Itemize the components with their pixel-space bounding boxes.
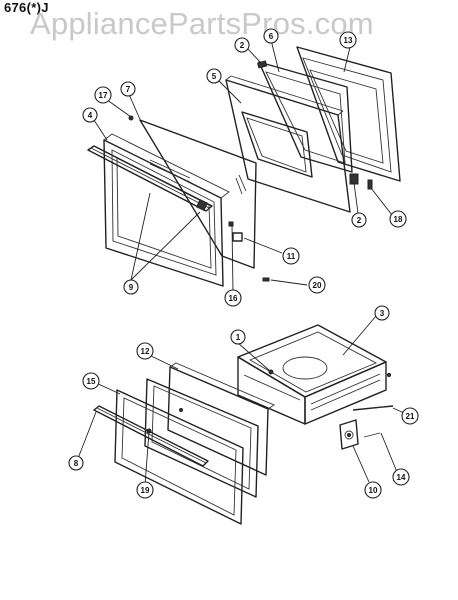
callout-14: 14 <box>392 468 410 486</box>
svg-text:13: 13 <box>344 36 353 45</box>
outer-door-glass <box>139 119 257 269</box>
drawer-frame <box>144 378 259 498</box>
callout-2-top: 2 <box>234 37 250 53</box>
svg-text:12: 12 <box>141 347 150 356</box>
drawer-rail <box>352 405 394 411</box>
outer-door-frame <box>103 133 230 287</box>
svg-text:16: 16 <box>229 294 238 303</box>
door-liner-frame <box>296 46 401 182</box>
svg-text:10: 10 <box>369 486 378 495</box>
callout-15: 15 <box>82 372 100 390</box>
drawer-handle <box>93 405 209 467</box>
leader-lines <box>76 39 405 486</box>
svg-text:9: 9 <box>129 283 134 292</box>
callout-21: 21 <box>401 407 419 425</box>
callout-17: 17 <box>94 86 112 104</box>
door-inner-panel <box>225 75 351 213</box>
callout-3: 3 <box>374 305 390 321</box>
svg-text:15: 15 <box>87 377 96 386</box>
callout-12: 12 <box>136 342 154 360</box>
callout-6: 6 <box>263 28 279 44</box>
callout-10: 10 <box>364 481 382 499</box>
door-handle <box>87 145 213 212</box>
drawer-inner-panel <box>167 362 275 476</box>
svg-text:11: 11 <box>287 252 296 261</box>
svg-text:2: 2 <box>240 41 245 50</box>
svg-text:21: 21 <box>406 412 415 421</box>
callout-9: 9 <box>123 279 139 295</box>
callout-4: 4 <box>82 107 98 123</box>
svg-text:19: 19 <box>141 486 150 495</box>
svg-text:20: 20 <box>313 281 322 290</box>
callout-8: 8 <box>68 455 84 471</box>
callout-7: 7 <box>120 81 136 97</box>
svg-text:3: 3 <box>380 309 385 318</box>
drawer-glide-bracket <box>339 419 381 450</box>
callout-13: 13 <box>339 31 357 49</box>
svg-text:6: 6 <box>269 32 274 41</box>
svg-text:18: 18 <box>394 215 403 224</box>
svg-text:7: 7 <box>126 85 131 94</box>
svg-text:5: 5 <box>212 72 217 81</box>
callout-2-right: 2 <box>351 212 367 228</box>
callout-11: 11 <box>282 247 300 265</box>
drawer-front-panel <box>114 389 244 525</box>
callout-16: 16 <box>224 289 242 307</box>
svg-text:17: 17 <box>99 91 108 100</box>
drawer-body <box>237 324 392 425</box>
callout-1: 1 <box>230 329 246 345</box>
callout-18: 18 <box>389 210 407 228</box>
callout-19: 19 <box>136 481 154 499</box>
model-title: 676(*)J <box>4 0 49 15</box>
svg-text:14: 14 <box>397 473 406 482</box>
callout-20: 20 <box>308 276 326 294</box>
svg-text:1: 1 <box>236 333 241 342</box>
svg-text:8: 8 <box>74 459 79 468</box>
callout-5: 5 <box>206 68 222 84</box>
svg-text:2: 2 <box>357 216 362 225</box>
watermark-text: AppliancePartsPros.com <box>30 6 374 41</box>
svg-text:4: 4 <box>88 111 93 120</box>
